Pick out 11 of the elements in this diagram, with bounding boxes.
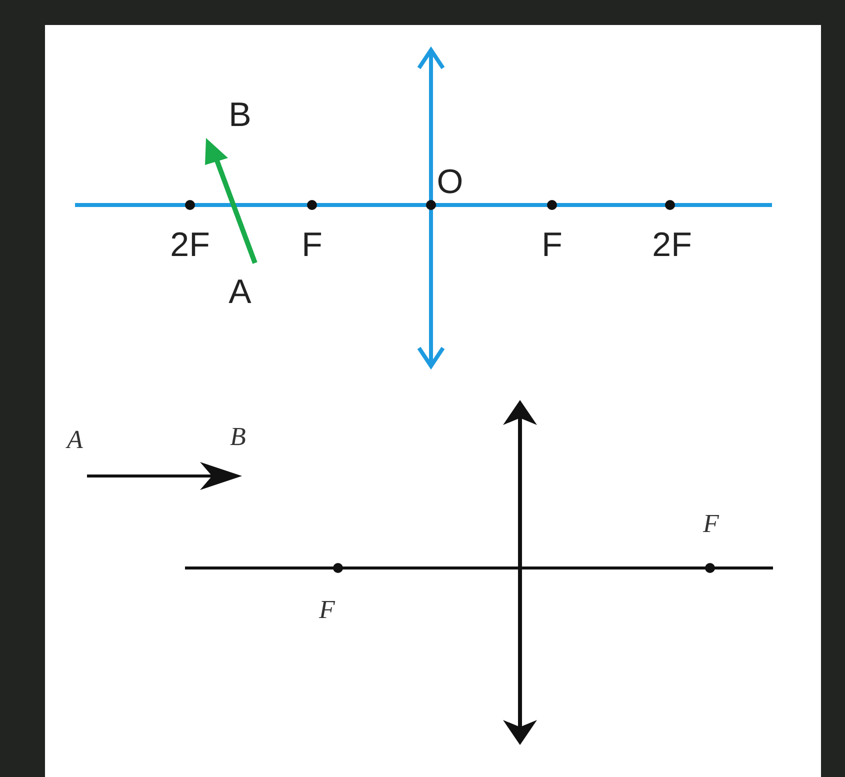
point-label: B bbox=[228, 98, 252, 132]
focal-label: F bbox=[319, 597, 335, 623]
point-label: A bbox=[67, 427, 83, 453]
focal-label: F bbox=[542, 228, 562, 262]
focal-label: 2F bbox=[170, 228, 210, 262]
point-label: B bbox=[230, 424, 246, 450]
focal-label: 2F bbox=[652, 228, 692, 262]
point-label: O bbox=[436, 165, 464, 199]
focal-label: F bbox=[703, 511, 719, 537]
point-label: A bbox=[228, 275, 252, 309]
focal-label: F bbox=[302, 228, 322, 262]
